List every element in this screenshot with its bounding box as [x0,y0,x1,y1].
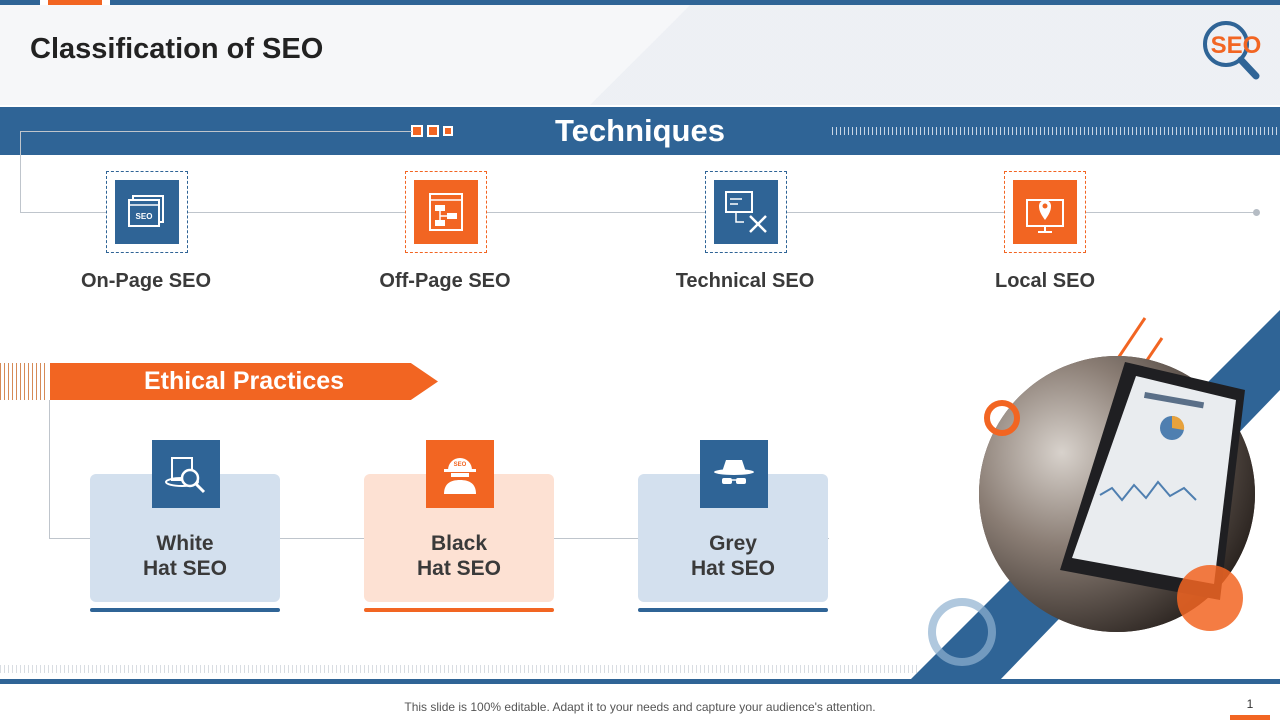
page-number-accent [1230,715,1270,720]
technique-on-page-seo: SEO [106,171,188,253]
bottom-hatch-decoration [0,665,920,673]
hat-spy-icon [714,460,754,484]
sitemap-page-icon [429,193,463,231]
band-square-decoration [411,125,423,137]
hacker-icon: SEO [444,458,476,494]
page-number: 1 [1246,697,1254,711]
ethical-connector-vertical [49,400,50,538]
seo-webpage-icon: SEO [128,195,164,227]
technique-technical-seo [705,171,787,253]
top-accent-gap [102,0,110,5]
footer-note: This slide is 100% editable. Adapt it to… [404,700,876,714]
top-accent-bar [0,0,1280,5]
top-accent-gap [40,0,48,5]
timeline-end-dot [1253,209,1260,216]
white-hat-tile [152,440,220,508]
technique-off-page-seo [405,171,487,253]
monitor-tools-icon [725,191,767,233]
top-accent-orange [48,0,102,5]
technique-label: Local SEO [994,270,1096,292]
seo-magnifier-logo-icon: SEO [1203,21,1262,80]
header-background [0,5,1280,105]
techniques-heading: Techniques [555,113,725,148]
svg-text:SEO: SEO [454,462,467,468]
technique-local-seo [1004,171,1086,253]
techniques-connector-vertical [20,131,21,213]
technique-label: Technical SEO [675,270,815,292]
tablet-photo-decoration [910,310,1280,680]
band-square-decoration [443,126,453,136]
card-underline [364,608,554,612]
card-underline [638,608,828,612]
techniques-timeline [20,212,1256,213]
ethical-hatch-decoration [0,363,48,400]
hat-magnifier-icon [165,457,206,494]
map-pin-monitor-icon [1026,199,1064,233]
slide-title: Classification of SEO [30,33,324,65]
band-square-decoration [427,125,439,137]
card-underline [90,608,280,612]
ethical-practices-heading: Ethical Practices [143,367,345,395]
logo-text: SEO [1211,32,1262,59]
technique-label: Off-Page SEO [379,270,511,292]
techniques-connector-top [20,131,412,132]
grey-hat-tile [700,440,768,508]
band-hatch-decoration [832,127,1278,135]
ethical-practices-banner [50,363,438,400]
technique-label: On-Page SEO [80,270,212,292]
bottom-accent-bar [0,679,1280,684]
black-hat-tile: SEO [426,440,494,508]
svg-text:SEO: SEO [136,212,153,221]
